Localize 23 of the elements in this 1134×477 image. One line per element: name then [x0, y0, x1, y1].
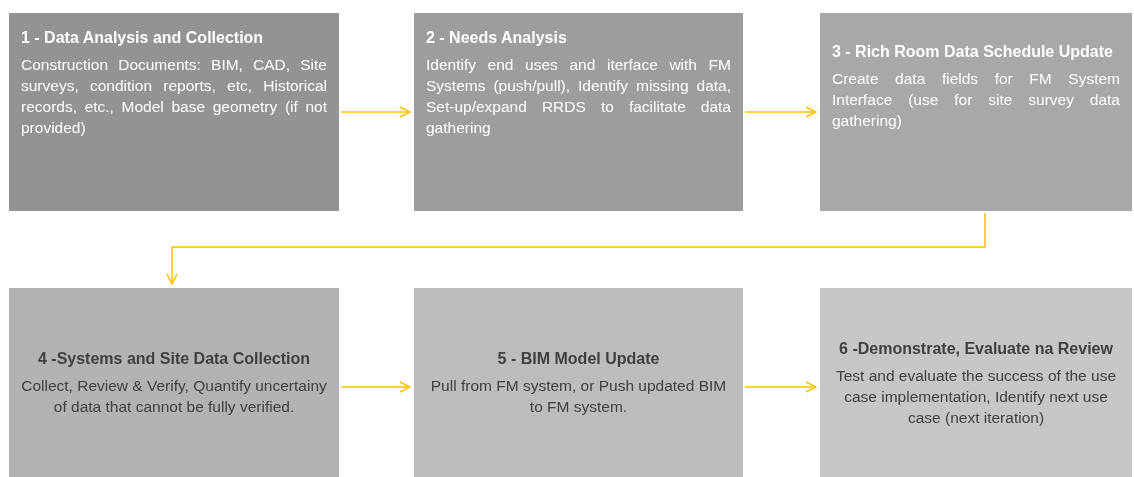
- step-title: 4 -Systems and Site Data Collection: [36, 349, 312, 369]
- step-title: 2 - Needs Analysis: [426, 28, 568, 48]
- process-box: [414, 13, 743, 211]
- arrow: [340, 106, 411, 118]
- arrow: [744, 106, 817, 118]
- process-box: [9, 288, 339, 477]
- step-title: 5 - BIM Model Update: [496, 349, 661, 369]
- arrow: [166, 212, 986, 285]
- step-title: 6 -Demonstrate, Evaluate na Review: [838, 338, 1114, 359]
- step-description: Collect, Review & Verify, Quantify uncertainy of data that cannot be fully verified.: [21, 376, 327, 417]
- step-description: Construction Documents: BIM, CAD, Site surveys, condition reports, etc, Historical records, etc., Model base geometry (if not provided): [21, 55, 327, 138]
- process-box: [820, 288, 1132, 477]
- step-description: Test and evaluate the success of the use case implementation, Identify next use case (next iteration): [834, 365, 1117, 428]
- step-description: Create data fields for FM System Interface (use for site survey data gathering): [832, 69, 1120, 131]
- process-box: [820, 13, 1132, 211]
- step-description: Pull from FM system, or Push updated BIM to FM system.: [429, 376, 728, 417]
- step-title: 1 - Data Analysis and Collection: [21, 28, 265, 48]
- process-box: [9, 13, 339, 211]
- arrow: [340, 381, 411, 393]
- step-title: 3 - Rich Room Data Schedule Update: [832, 42, 1114, 62]
- step-description: Identify end uses and iterface with FM Systems (push/pull), Identify missing data, Set-up/expand RRDS to facilitate data gathering: [426, 55, 731, 138]
- process-box: [414, 288, 743, 477]
- arrow: [744, 381, 817, 393]
